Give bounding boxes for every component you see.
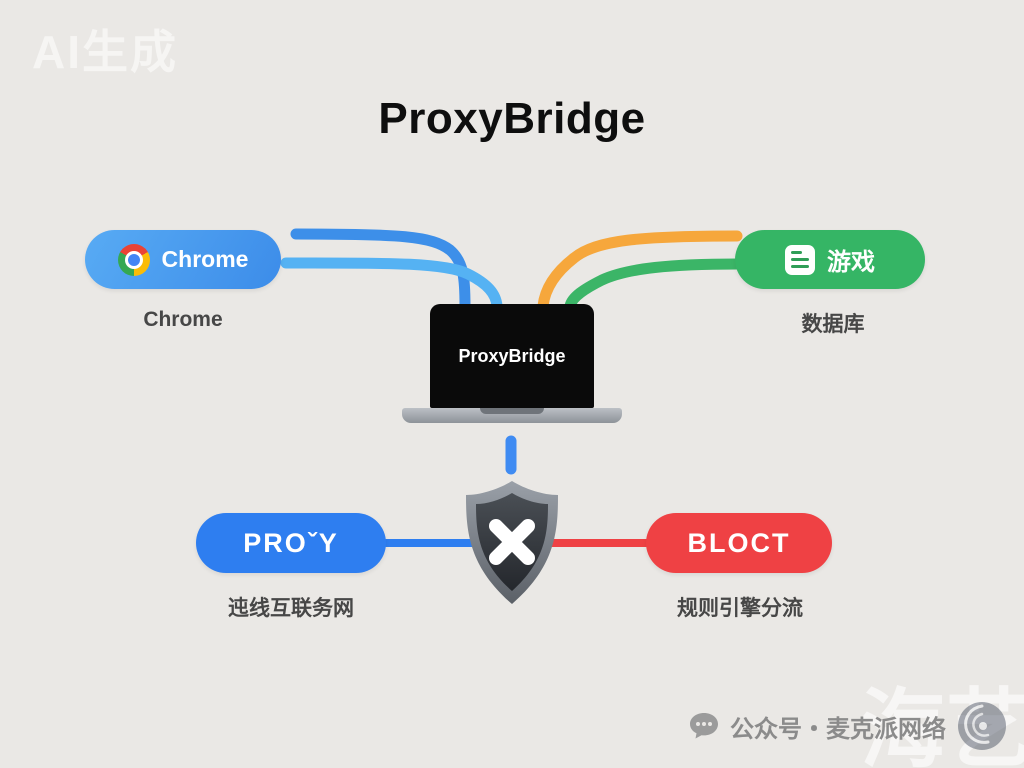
game-node: 游戏 xyxy=(735,230,925,289)
chrome-caption: Chrome xyxy=(143,308,223,331)
shield-x-icon xyxy=(466,481,558,604)
laptop-screen: ProxyBridge xyxy=(430,304,594,408)
game-node-label: 游戏 xyxy=(827,249,875,276)
proxy-node-label: PROˇY xyxy=(243,527,339,558)
chrome-connector-line-1 xyxy=(290,228,471,312)
ai-generated-watermark: AI生成 xyxy=(32,26,178,78)
bloct-node-label: BLOCT xyxy=(687,527,791,558)
game-connector-line-orange xyxy=(537,230,743,312)
game-caption: 数据库 xyxy=(801,313,865,336)
chrome-connector-line-2 xyxy=(280,257,503,312)
bloct-caption: 规则引擎分流 xyxy=(677,597,803,620)
laptop-base xyxy=(402,408,622,423)
chrome-node: Chrome xyxy=(85,230,281,289)
proxy-caption: 迍线互联务网 xyxy=(228,597,354,620)
chat-bubble-icon xyxy=(690,713,718,739)
proxy-node: PROˇY xyxy=(196,513,386,573)
footer-credit: 公众号・麦克派网络 xyxy=(688,700,1008,752)
laptop-screen-label: ProxyBridge xyxy=(458,345,566,366)
swirl-logo xyxy=(958,702,1006,750)
footer-credit-text: 公众号・麦克派网络 xyxy=(730,715,946,743)
chrome-icon xyxy=(117,243,150,276)
page-title: ProxyBridge xyxy=(378,94,646,143)
document-icon xyxy=(785,244,815,275)
bloct-node: BLOCT xyxy=(646,513,832,573)
game-connector-line-green xyxy=(564,258,743,312)
chrome-node-label: Chrome xyxy=(161,246,249,272)
seayi-watermark: 海艺 xyxy=(860,682,1024,768)
